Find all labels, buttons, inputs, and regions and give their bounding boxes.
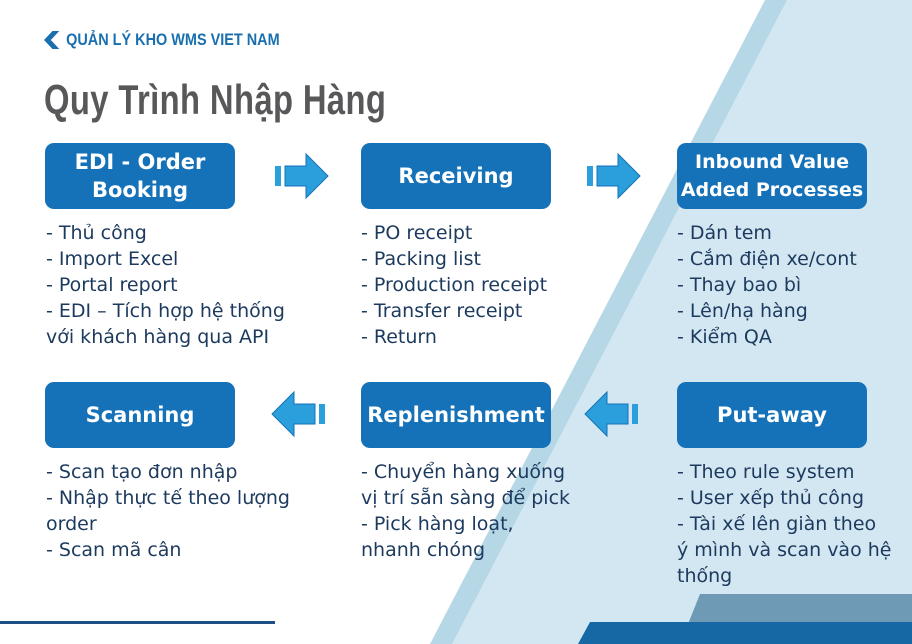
list-item: - Import Excel <box>46 248 179 270</box>
scanning-items: - Scan tạo đơn nhập - Nhập thực tế theo … <box>46 459 291 563</box>
list-item: - Cắm điện xe/cont <box>677 248 857 270</box>
list-item: - Pick hàng loạt, nhanh chóng <box>361 513 514 561</box>
list-item: - Packing list <box>361 248 481 270</box>
logo-icon <box>44 31 60 49</box>
list-item: - Tài xế lên giàn theo ý mình và scan và… <box>677 513 892 587</box>
list-item: - Lên/hạ hàng <box>677 300 808 322</box>
step-scanning: Scanning <box>45 382 235 448</box>
list-item: - Dán tem <box>677 222 772 244</box>
step-inbound-vas: Inbound Value Added Processes <box>677 143 867 209</box>
list-item: - PO receipt <box>361 222 473 244</box>
bg-footer-bar <box>578 622 912 644</box>
list-item: - Return <box>361 326 437 348</box>
list-item: - Portal report <box>46 274 178 296</box>
list-item: - Scan tạo đơn nhập <box>46 461 238 483</box>
replenishment-items: - Chuyển hàng xuống vị trí sẵn sàng để p… <box>361 459 576 563</box>
step-receiving: Receiving <box>361 143 551 209</box>
arrow-left-icon <box>271 390 325 438</box>
list-item: - Thủ công <box>46 222 147 244</box>
brand-header: QUẢN LÝ KHO WMS VIET NAM <box>44 30 280 50</box>
page-title: Quy Trình Nhập Hàng <box>44 76 387 123</box>
arrow-right-icon <box>587 152 641 200</box>
list-item: - Kiểm QA <box>677 326 772 348</box>
list-item: - Transfer receipt <box>361 300 523 322</box>
list-item: - Scan mã cân <box>46 539 182 561</box>
list-item: - EDI – Tích hợp hệ thống với khách hàng… <box>46 300 285 348</box>
arrow-right-icon <box>275 152 329 200</box>
list-item: - Chuyển hàng xuống vị trí sẵn sàng để p… <box>361 461 571 509</box>
edi-items: - Thủ công - Import Excel - Portal repor… <box>46 220 296 350</box>
list-item: - User xếp thủ công <box>677 487 865 509</box>
step-edi-order-booking: EDI - Order Booking <box>45 143 235 209</box>
footer-line <box>0 621 275 624</box>
arrow-left-icon <box>584 390 638 438</box>
step-put-away: Put-away <box>677 382 867 448</box>
list-item: - Theo rule system <box>677 461 855 483</box>
list-item: - Thay bao bì <box>677 274 802 296</box>
receiving-items: - PO receipt - Packing list - Production… <box>361 220 621 350</box>
step-replenishment: Replenishment <box>361 382 551 448</box>
put-away-items: - Theo rule system - User xếp thủ công -… <box>677 459 892 589</box>
list-item: - Production receipt <box>361 274 548 296</box>
inbound-vas-items: - Dán tem - Cắm điện xe/cont - Thay bao … <box>677 220 912 350</box>
list-item: - Nhập thực tế theo lượng order <box>46 487 290 535</box>
brand-text: QUẢN LÝ KHO WMS VIET NAM <box>66 30 280 49</box>
